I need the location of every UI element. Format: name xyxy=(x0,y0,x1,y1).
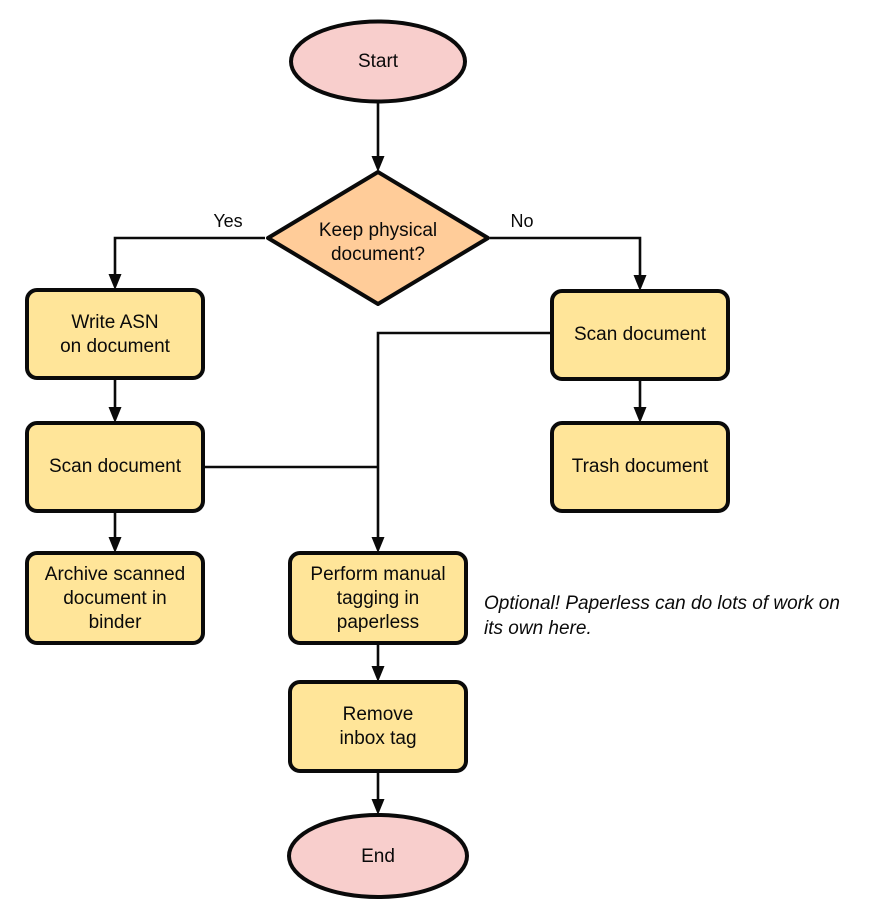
edge-scan-right-to-trash xyxy=(633,378,647,423)
node-end[interactable]: End xyxy=(287,813,469,899)
node-archive-scanned-document[interactable]: Archive scanned document in binder xyxy=(25,551,205,645)
decision-label-line1: Keep physical xyxy=(319,220,437,241)
decision-label-line2: document? xyxy=(331,244,425,265)
annotation-optional-note: Optional! Paperless can do lots of work … xyxy=(484,593,840,639)
start-label: Start xyxy=(358,51,399,72)
end-label: End xyxy=(361,846,395,867)
write-asn-label-line2: on document xyxy=(60,336,171,357)
edge-label-no: No xyxy=(510,211,533,231)
remove-tag-label-line1: Remove xyxy=(343,704,414,725)
tagging-label-line1: Perform manual xyxy=(310,564,445,585)
archive-box-shape xyxy=(25,551,205,645)
optional-note-line2: its own here. xyxy=(484,618,592,639)
edge-write-asn-to-scan-left xyxy=(108,378,122,423)
archive-label-line2: document in xyxy=(63,588,167,609)
archive-label-line3: binder xyxy=(89,612,142,633)
tagging-label-line2: tagging in xyxy=(337,588,419,609)
edge-scan-right-to-tagging xyxy=(371,331,552,553)
end-ellipse-shape xyxy=(287,813,469,899)
write-asn-box-shape xyxy=(25,288,205,380)
edge-decision-no-to-scan-right xyxy=(490,236,647,291)
edge-decision-yes-to-write-asn xyxy=(108,236,265,290)
trash-box-shape xyxy=(550,421,730,513)
node-write-asn[interactable]: Write ASN on document xyxy=(25,288,205,380)
tagging-label-line3: paperless xyxy=(337,612,419,633)
edge-label-yes: Yes xyxy=(213,211,242,231)
start-ellipse-shape xyxy=(289,19,467,104)
scan-right-label: Scan document xyxy=(574,324,707,345)
tagging-box-shape xyxy=(288,551,468,645)
write-asn-label-line1: Write ASN xyxy=(71,312,158,333)
node-perform-manual-tagging[interactable]: Perform manual tagging in paperless xyxy=(288,551,468,645)
node-remove-inbox-tag[interactable]: Remove inbox tag xyxy=(288,680,468,773)
edge-tagging-to-remove-tag xyxy=(371,643,385,682)
remove-tag-box-shape xyxy=(288,680,468,773)
archive-label-line1: Archive scanned xyxy=(45,564,185,585)
node-decision-keep-physical-document[interactable]: Keep physical document? xyxy=(266,170,490,306)
node-scan-document-left[interactable]: Scan document xyxy=(25,421,205,513)
decision-diamond-shape xyxy=(266,170,490,306)
scan-left-label: Scan document xyxy=(49,456,182,477)
scan-right-box-shape xyxy=(550,289,730,381)
remove-tag-label-line2: inbox tag xyxy=(339,728,416,749)
node-scan-document-right[interactable]: Scan document xyxy=(550,289,730,381)
scan-left-box-shape xyxy=(25,421,205,513)
node-start[interactable]: Start xyxy=(289,19,467,104)
edge-scan-left-to-archive xyxy=(108,511,122,553)
edge-start-to-decision xyxy=(371,103,385,172)
edge-remove-tag-to-end xyxy=(371,771,385,815)
optional-note-line1: Optional! Paperless can do lots of work … xyxy=(484,593,840,614)
node-trash-document[interactable]: Trash document xyxy=(550,421,730,513)
trash-label: Trash document xyxy=(572,456,709,477)
